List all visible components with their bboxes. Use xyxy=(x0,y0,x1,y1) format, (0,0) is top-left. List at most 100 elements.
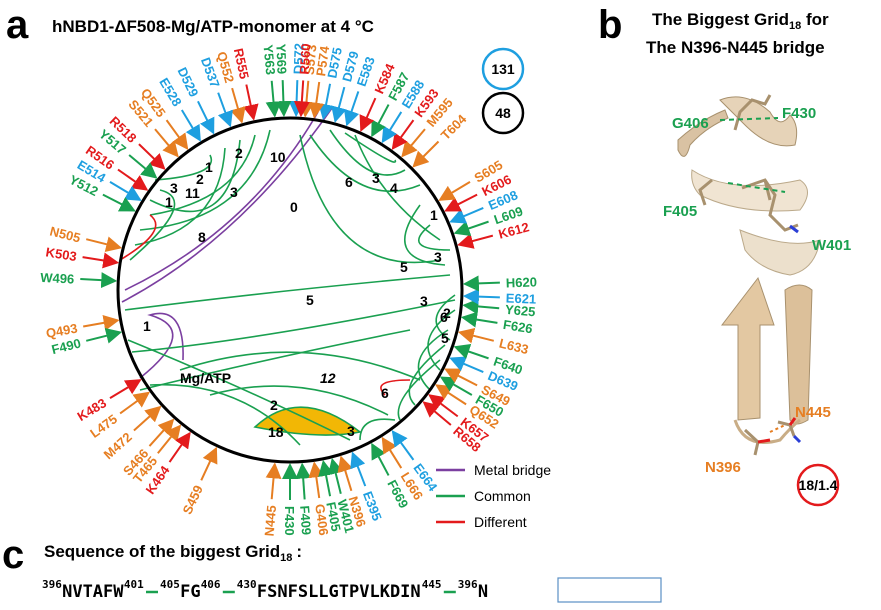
residue-arrow xyxy=(293,80,310,118)
count-badge-bridges: 48 xyxy=(481,91,525,135)
chord-c1 xyxy=(124,274,451,311)
chord-c19 xyxy=(418,224,451,251)
residue-arrow xyxy=(391,429,415,461)
chord-c17 xyxy=(354,134,441,241)
residue-arrow xyxy=(371,442,390,476)
seq-position: 405 xyxy=(160,578,180,591)
grid18-fill xyxy=(253,406,362,436)
panel-b-title-end: for xyxy=(801,10,829,29)
loop-number: 8 xyxy=(198,229,206,245)
loop-number: 6 xyxy=(381,385,389,401)
residue-label: F430 xyxy=(282,506,297,536)
residue-arrow xyxy=(381,436,403,469)
residue-label: R560 xyxy=(297,43,314,75)
metal-bridge-3 xyxy=(139,312,184,379)
chord-c18 xyxy=(403,204,446,266)
count-badge-total: 131 xyxy=(481,47,525,91)
residue-arrow xyxy=(180,109,201,142)
loop-number: 3 xyxy=(420,293,428,309)
seq-residues: FG xyxy=(180,582,200,602)
loop-number: 11 xyxy=(185,185,200,201)
loop-number: 3 xyxy=(230,184,238,200)
chord-c3 xyxy=(127,339,351,441)
residue-arrow xyxy=(308,461,325,499)
residue-arrow xyxy=(82,252,120,269)
seq-residues: N xyxy=(478,582,488,602)
residue-label: Y625 xyxy=(504,302,536,320)
panel-b-label: G406 xyxy=(672,115,709,132)
loop-number: 10 xyxy=(270,149,286,165)
residue-arrow xyxy=(359,97,377,132)
seq-position: 396 xyxy=(458,578,478,591)
panel-b-letter: b xyxy=(598,3,622,47)
panel-b-title-l2: The N396-N445 bridge xyxy=(646,38,825,57)
panel-b-label: N396 xyxy=(705,459,741,476)
loop-number: 0 xyxy=(290,199,298,215)
residue-arrow xyxy=(457,233,494,249)
residue-arrow xyxy=(343,91,360,127)
count-bridges-text: 48 xyxy=(495,105,511,121)
residue-arrow xyxy=(453,220,489,237)
panel-b-title-sub: 18 xyxy=(789,20,801,32)
residue-arrow xyxy=(462,298,500,315)
seq-position: 401 xyxy=(124,578,144,591)
panel-a-letter: a xyxy=(6,3,29,47)
chord-c24 xyxy=(397,359,441,421)
residue-arrow xyxy=(449,207,484,224)
legend-label: Metal bridge xyxy=(474,462,551,478)
residue-arrow xyxy=(460,311,498,328)
seq-position: 430 xyxy=(237,578,257,591)
panel-b-title-l1: The Biggest Grid xyxy=(652,10,789,29)
residue-label: S573 xyxy=(302,44,320,76)
residue-arrow xyxy=(138,143,166,170)
chord-c12 xyxy=(129,189,176,261)
seq-residues: NVTAFW xyxy=(62,582,124,602)
residue-label: F490 xyxy=(50,335,82,357)
residue-arrow xyxy=(85,327,123,344)
loop-number: 6 xyxy=(345,174,353,190)
residue-arrow xyxy=(109,379,142,400)
residue-arrow xyxy=(85,236,123,253)
panel-b-title: The Biggest Grid18 for The N396-N445 bri… xyxy=(646,10,829,57)
residue-label: W496 xyxy=(40,270,75,287)
loop-number: 3 xyxy=(434,249,442,265)
chord-c6 xyxy=(179,351,421,381)
residue-label: Y569 xyxy=(273,44,289,75)
residue-arrow xyxy=(275,80,292,118)
residue-arrow xyxy=(295,462,312,500)
residue-arrow xyxy=(412,140,440,168)
residue-arrow xyxy=(148,418,175,447)
residue-arrow xyxy=(457,327,495,344)
panel-a-title: hNBD1-ΔF508-Mg/ATP-monomer at 4 °C xyxy=(52,17,374,36)
residue-arrow xyxy=(288,80,305,118)
mg-atp-label: Mg/ATP xyxy=(180,370,231,386)
chord-c15 xyxy=(329,129,406,176)
chord-c14 xyxy=(309,134,421,193)
panel-b-label: F430 xyxy=(782,105,816,122)
residue-arrow xyxy=(83,314,120,331)
residue-label: L633 xyxy=(498,335,530,357)
residue-arrow xyxy=(80,272,118,289)
residue-arrow xyxy=(109,180,142,201)
residue-arrow xyxy=(462,288,500,305)
chord-c9 xyxy=(149,134,256,216)
residue-label: E621 xyxy=(506,291,537,307)
loop-number: 3 xyxy=(170,180,178,196)
loop-number: 2 xyxy=(270,397,278,413)
loop-number: 3 xyxy=(347,423,355,439)
chord-c20 xyxy=(435,294,456,341)
panel-c-title: Sequence of the biggest Grid18: xyxy=(44,542,302,564)
residue-arrow xyxy=(154,128,179,158)
loop-number: 5 xyxy=(400,259,408,275)
residue-arrow xyxy=(428,394,459,418)
residue-circle xyxy=(116,116,464,464)
chord-c16 xyxy=(344,132,397,163)
metal-bridge-1 xyxy=(121,107,333,303)
seq-position: 445 xyxy=(422,578,442,591)
residue-arrow xyxy=(168,431,191,463)
chord-diff-2 xyxy=(380,379,411,396)
